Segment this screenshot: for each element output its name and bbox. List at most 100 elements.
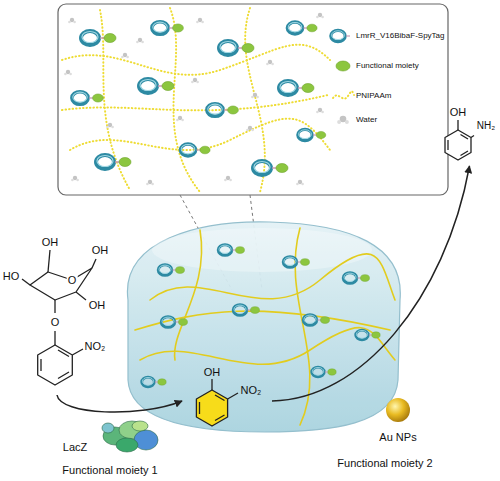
zoom-inset [176,116,184,122]
lacz-enzyme [102,421,158,452]
zoom-inset [316,13,324,18]
atom-label: OH [92,244,109,257]
aminophenol-structure [448,135,468,156]
zoom-inset [287,22,317,34]
zoom-inset [81,31,116,45]
zoom-inset [298,129,326,140]
enzyme-label: LacZ [63,441,87,454]
lacz-enzyme [132,421,148,431]
zoom-inset [279,81,314,95]
zoom-inset [71,176,79,182]
lacz-enzyme [102,423,114,433]
zoom-inset [296,180,304,186]
zoom-inset [136,38,144,44]
hydrogel [303,315,329,326]
glucoside-structure [22,279,30,285]
atom-label: NH₂ [477,120,495,132]
zoom-inset [266,60,274,66]
zoom-inset [96,155,131,169]
aminophenol-structure [445,130,471,160]
glucoside-structure [22,250,96,385]
zoom-inset [62,45,330,75]
hydrogel [161,317,187,328]
atom-label: OH [450,106,467,119]
aminophenol-structure [445,120,474,160]
moiety-label: Functional moiety 2 [337,457,432,470]
glucoside-structure [72,349,83,355]
glucoside-structure [48,250,50,272]
zoom-inset [224,176,232,182]
atom-label: OH [204,366,221,379]
hydrogel [158,265,184,276]
zoom-inset [251,93,259,99]
zoom-inset [106,123,114,129]
nitrophenol-structure [200,395,225,421]
zoom-inset [58,4,448,195]
glucoside-structure [41,350,69,379]
atom-label: O [67,274,78,287]
nitrophenol-structure [196,379,238,426]
nitrophenol-structure [196,390,227,426]
reaction-arrow [272,166,470,401]
zoom-inset [170,8,200,192]
zoom-inset [62,8,330,192]
hydrogel [175,230,202,360]
aminophenol-structure [458,120,474,138]
atom-label: OH [89,299,106,312]
zoom-inset [333,91,354,98]
zoom-inset [139,79,174,93]
zoom-inset [146,180,154,186]
zoom-inset [316,108,324,114]
zoom-inset [70,119,330,150]
atom-label: NO₂ [85,340,106,353]
zoom-inset [336,61,350,71]
hydrogel [135,311,390,330]
hydrogel [142,377,167,387]
legend-text: Water [356,115,377,124]
hydrogel [218,245,244,256]
legend-text: LmrR_V16BibaF-SpyTag [356,31,444,40]
nitrophenol-structure [212,379,238,399]
zoom-inset [331,30,350,41]
zoom-inset [68,18,76,24]
nitrophenol-molecule: OH NO₂ [182,360,272,442]
hydrogel [356,330,381,340]
zoom-inset [58,4,448,195]
lacz-enzyme [116,438,138,452]
hydrogel [283,257,309,268]
zoom-inset [191,78,199,84]
zoom-inset [246,126,254,132]
hydrogel [150,254,395,300]
hydrogel [233,305,259,316]
hydrogel [312,367,337,377]
zoom-inset [121,53,129,59]
zoom-inset [72,92,104,105]
glucoside-structure [54,300,55,313]
legend-text: PNIPAAm [356,91,391,100]
moiety-label: Functional moiety 1 [62,464,157,477]
atom-label: HO [3,270,20,283]
legend-text: Functional moiety [356,61,419,70]
zoom-inset [253,161,288,175]
glucoside-structure [92,259,96,268]
nanoparticle-label: Au NPs [379,431,416,444]
atom-label: NO₂ [241,384,262,397]
zoom-inset [337,116,349,124]
gold-nanoparticle [386,398,410,422]
reaction-arrow [57,395,182,412]
glucoside-structure [54,331,55,345]
aminophenol-molecule: OH NH₂ [440,100,499,166]
hydrogel [127,222,400,432]
atom-label: OH [42,236,59,249]
zoom-inset [64,13,324,186]
zoom-inset [180,144,210,156]
hydrogel [343,273,369,284]
hydrogel [135,228,395,425]
zoom-inset [152,22,184,35]
zoom-inset [219,41,254,55]
zoom-inset [64,70,72,76]
zoom-inset [207,104,239,117]
hydrogel [127,222,400,432]
